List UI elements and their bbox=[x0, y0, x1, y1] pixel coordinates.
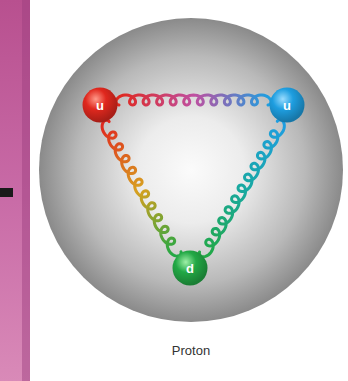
gluon-spring bbox=[199, 120, 284, 257]
photo-dark-mark bbox=[0, 188, 13, 197]
gluon-layer bbox=[38, 17, 344, 367]
proton-circle: Proton u u d bbox=[38, 17, 344, 367]
quark-ball: d bbox=[172, 250, 208, 286]
quark-letter: u bbox=[96, 99, 104, 112]
gluon-spring bbox=[116, 95, 271, 105]
quark-ball: u bbox=[82, 87, 118, 123]
quark-sphere bbox=[83, 88, 118, 123]
particle-name: Proton bbox=[172, 343, 210, 358]
quark-sphere bbox=[173, 251, 208, 286]
quark-letter: u bbox=[283, 99, 291, 112]
gluon-spring bbox=[102, 120, 181, 256]
quark-sphere bbox=[270, 88, 305, 123]
proton-sphere bbox=[39, 18, 343, 322]
photo-shade bbox=[22, 0, 30, 381]
photo-edge bbox=[0, 0, 30, 381]
quark-ball: u bbox=[269, 87, 305, 123]
quark-letter: d bbox=[186, 262, 194, 275]
